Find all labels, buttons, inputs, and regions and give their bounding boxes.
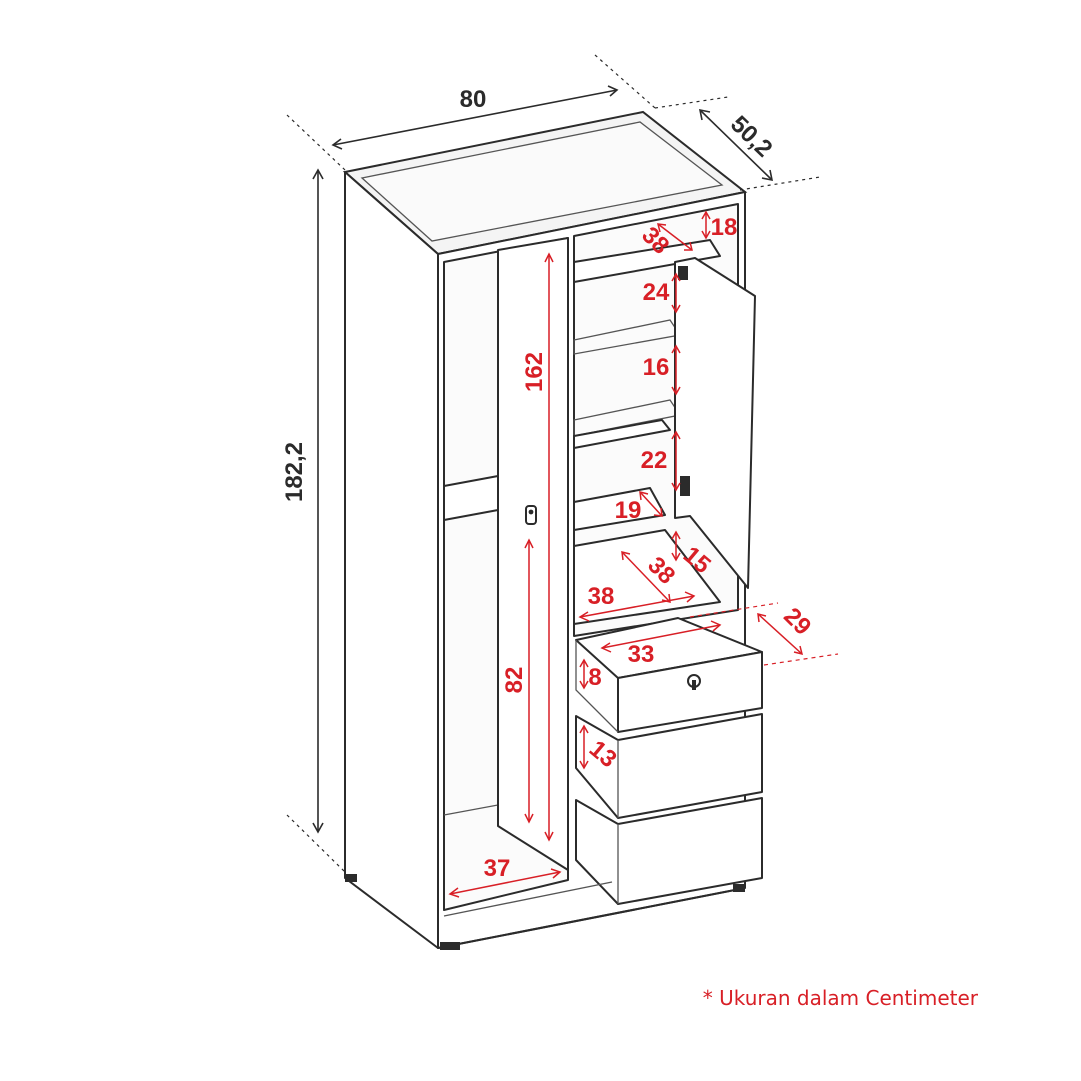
glass-gap-top-arrow <box>671 272 681 314</box>
top-compartment-label: 18 <box>711 214 738 241</box>
glass-gap-bottom-arrow <box>671 430 681 492</box>
cabinet-left-side <box>344 171 439 949</box>
drawer-lock-icon <box>687 674 701 690</box>
inner-shelf-depth-label: 19 <box>615 497 642 524</box>
glass-gap-mid-arrow <box>671 344 681 396</box>
drawer-2 <box>575 713 763 819</box>
drawer-height-top-label: 8 <box>588 664 601 691</box>
glass-gap-top-label: 24 <box>643 279 670 306</box>
wardrobe-drawing <box>342 110 763 950</box>
inner-shelf-depth-arrow <box>639 491 663 517</box>
top-shelf <box>573 239 721 283</box>
top-compartment-arrow <box>701 210 711 240</box>
glass-door <box>674 257 756 589</box>
hanging-width-arrow <box>448 868 562 898</box>
foot-back <box>345 874 357 882</box>
door-height-label: 162 <box>521 352 548 392</box>
width-arrow <box>331 85 619 150</box>
door-lock-icon <box>525 505 537 525</box>
glass-gap-bottom-label: 22 <box>641 447 668 474</box>
width-label: 80 <box>460 86 487 113</box>
units-note: * Ukuran dalam Centimeter <box>703 986 979 1010</box>
foot-right <box>733 884 745 892</box>
height-arrow <box>312 168 324 834</box>
drawer-depth-arrow <box>757 613 804 656</box>
drawer-3 <box>575 797 763 905</box>
glass-door-hinge-icon <box>678 266 690 496</box>
foot-left <box>440 942 460 950</box>
hanging-height-arrow <box>524 538 534 824</box>
drawer-1 <box>575 617 763 733</box>
glass-shelf-base <box>573 419 671 449</box>
glass-gap-mid-label: 16 <box>643 354 670 381</box>
cabinet-top-inset <box>360 121 724 242</box>
hanging-height-label: 82 <box>501 667 528 694</box>
depth-extension-top <box>654 96 729 109</box>
depth-extension-bottom <box>739 176 821 191</box>
drawer-height-mid-arrow <box>579 724 589 770</box>
depth-label: 50,2 <box>725 111 777 163</box>
door-height-arrow <box>544 252 554 842</box>
height-label: 182,2 <box>281 442 308 502</box>
cabinet-plinth <box>437 887 746 949</box>
drawer-depth-extension-top <box>689 602 779 618</box>
height-extension-bottom <box>286 814 346 873</box>
drawer-depth-extension-bottom <box>763 653 839 666</box>
drawer-width-arrow <box>600 620 722 653</box>
drawer-height-top-arrow <box>579 658 589 690</box>
depth-arrow <box>698 108 774 182</box>
shelf-gap-arrow <box>671 530 681 562</box>
cabinet-plinth-inner <box>443 881 613 917</box>
top-shelf-depth-arrow <box>657 223 693 251</box>
left-door <box>497 237 569 871</box>
width-extension-right <box>594 54 656 109</box>
lower-shelf-width-arrow <box>578 591 696 622</box>
hanging-width-label: 37 <box>484 855 511 882</box>
drawer-width-label: 33 <box>628 641 655 668</box>
middle-shelf <box>573 487 666 531</box>
lower-shelf-width-label: 38 <box>588 583 615 610</box>
drawer-depth-label: 29 <box>778 603 816 641</box>
